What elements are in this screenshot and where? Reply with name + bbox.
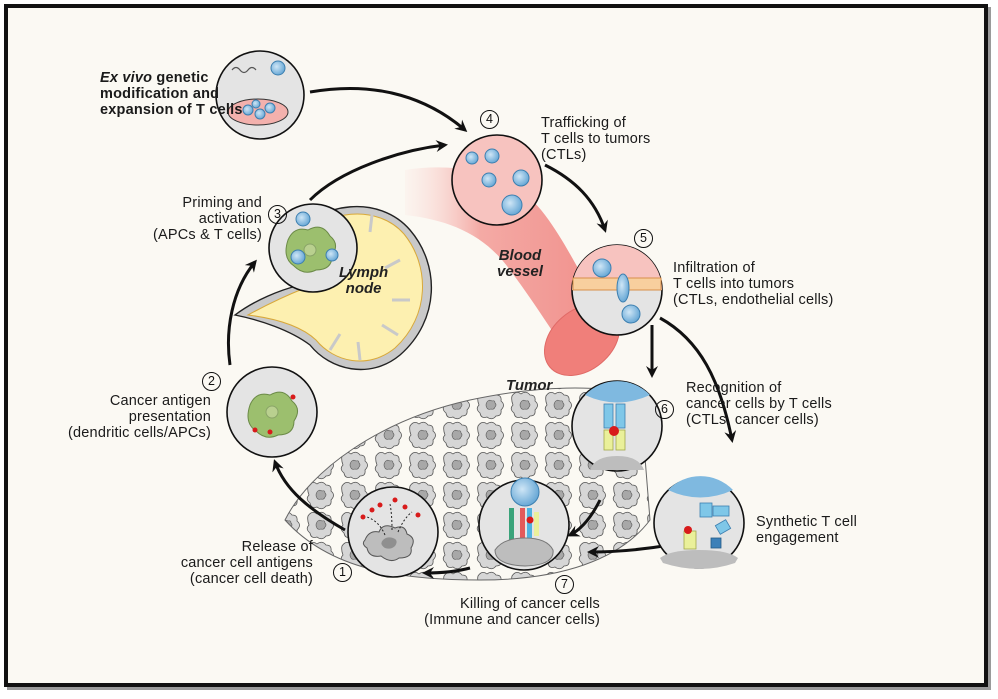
ex-vivo-circle <box>215 50 305 140</box>
tumor-label: Tumor <box>506 377 553 394</box>
cycle-arrows <box>226 86 737 579</box>
step-number-1: 1 <box>333 563 352 582</box>
ex-vivo-label: Ex vivo genetic modification and expansi… <box>100 70 243 118</box>
step-number-4: 4 <box>480 110 499 129</box>
step-1-circle <box>347 486 439 578</box>
step-3-circle <box>268 203 358 293</box>
step-4-circle <box>451 134 543 226</box>
step-7-circle <box>478 477 570 571</box>
step-5-circle <box>571 244 663 336</box>
step-number-5: 5 <box>634 229 653 248</box>
step-6-circle <box>571 380 663 472</box>
step-2-circle <box>226 366 318 458</box>
synthetic-engagement-circle <box>653 476 745 569</box>
step-number-7: 7 <box>555 575 574 594</box>
step-number-3: 3 <box>268 205 287 224</box>
step-number-2: 2 <box>202 372 221 391</box>
step-7-label: Killing of cancer cells(Immune and cance… <box>424 596 600 628</box>
step-number-6: 6 <box>655 400 674 419</box>
